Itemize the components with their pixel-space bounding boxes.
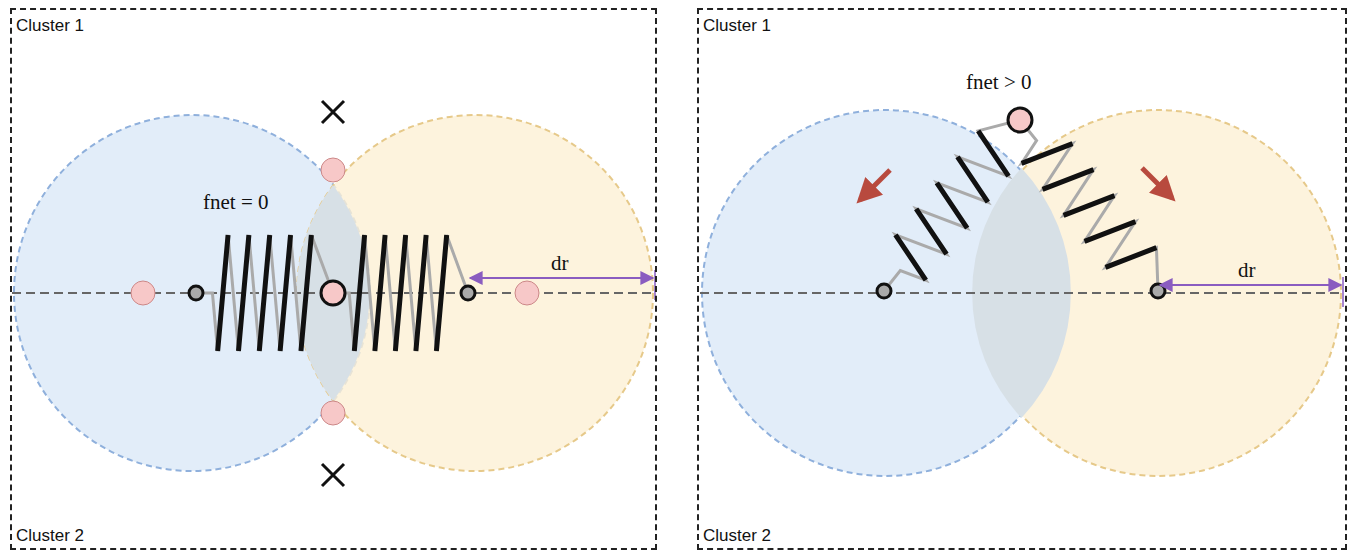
anchor bbox=[877, 284, 891, 298]
point bbox=[515, 281, 539, 305]
spring-coil bbox=[354, 235, 446, 351]
point bbox=[321, 401, 345, 425]
anchor bbox=[461, 286, 475, 300]
dimension-tick bbox=[1342, 277, 1344, 307]
cluster-label: Cluster 2 bbox=[703, 526, 771, 546]
spring-back bbox=[196, 235, 333, 351]
spring-back bbox=[884, 120, 1020, 291]
cluster-circle bbox=[14, 115, 370, 471]
spring-coil bbox=[1022, 144, 1157, 268]
dimension-label: dr bbox=[1238, 258, 1256, 283]
dimension-arrow bbox=[470, 277, 653, 279]
force-label: fnet > 0 bbox=[966, 70, 1032, 95]
point bbox=[321, 158, 345, 182]
point bbox=[321, 281, 345, 305]
spring-coil bbox=[895, 131, 1008, 280]
force-label: fnet = 0 bbox=[203, 190, 269, 215]
dimension-arrow bbox=[1160, 284, 1341, 286]
point bbox=[1008, 108, 1032, 132]
axis-line bbox=[700, 292, 1343, 294]
spring-back bbox=[1020, 120, 1158, 291]
dimension-label: dr bbox=[551, 251, 569, 276]
anchor bbox=[1151, 284, 1165, 298]
point bbox=[131, 281, 155, 305]
force-arrow bbox=[860, 170, 890, 200]
cluster-circle bbox=[297, 115, 653, 471]
cluster-label: Cluster 2 bbox=[16, 526, 84, 546]
spring-coil bbox=[218, 235, 312, 351]
cross-mark bbox=[322, 101, 344, 486]
cluster-label: Cluster 1 bbox=[703, 16, 771, 36]
cluster-label: Cluster 1 bbox=[16, 16, 84, 36]
cluster-panel: Cluster 1 Cluster 2 bbox=[10, 8, 657, 550]
anchor bbox=[189, 286, 203, 300]
spring-back bbox=[333, 235, 468, 351]
force-arrow bbox=[1142, 168, 1172, 198]
